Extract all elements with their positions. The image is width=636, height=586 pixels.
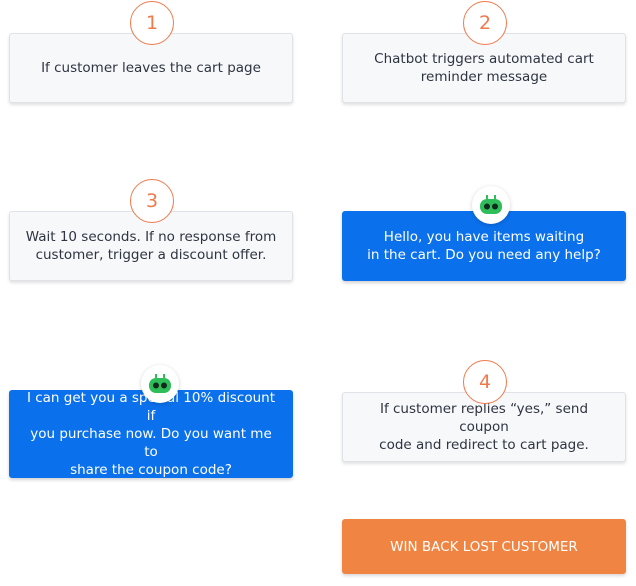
bot-message-discount: I can get you a special 10% discount if …	[9, 390, 293, 478]
win-back-button-label: WIN BACK LOST CUSTOMER	[390, 538, 578, 555]
bot-avatar-hello	[472, 186, 510, 224]
step-badge-1: 1	[130, 1, 174, 45]
step-badge-4: 4	[463, 360, 507, 404]
robot-head-icon	[480, 195, 502, 214]
bot-message-discount-text: I can get you a special 10% discount if …	[26, 390, 276, 478]
step-badge-3: 3	[130, 179, 174, 223]
card-customer-replies-text: If customer replies “yes,” send coupon c…	[379, 401, 589, 453]
bot-message-hello: Hello, you have items waiting in the car…	[342, 211, 626, 281]
win-back-button[interactable]: WIN BACK LOST CUSTOMER	[342, 519, 626, 574]
robot-head-icon	[149, 374, 171, 393]
card-chatbot-triggers: Chatbot triggers automated cart reminder…	[342, 33, 626, 103]
bot-message-hello-text: Hello, you have items waiting in the car…	[367, 229, 601, 263]
card-customer-replies: If customer replies “yes,” send coupon c…	[342, 392, 626, 462]
step-badge-2: 2	[463, 1, 507, 45]
card-wait-10-seconds-text: Wait 10 seconds. If no response from cus…	[25, 229, 277, 263]
card-chatbot-triggers-text: Chatbot triggers automated cart reminder…	[374, 51, 594, 85]
bot-avatar-discount	[141, 365, 179, 403]
card-leave-cart-text: If customer leaves the cart page	[41, 60, 261, 76]
